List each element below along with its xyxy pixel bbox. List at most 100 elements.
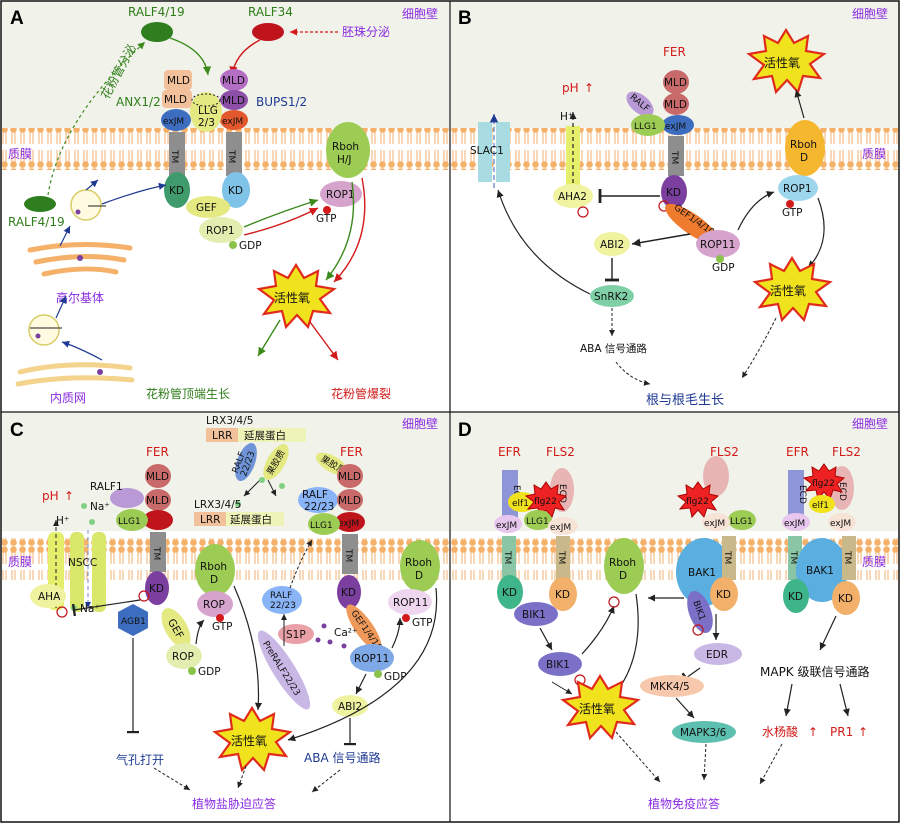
- fer-c-label: FER: [146, 445, 169, 459]
- fer-exjm-b-label: exJM: [665, 122, 686, 132]
- fer2-kd: [337, 575, 361, 609]
- fls2-kd-3: [832, 581, 860, 615]
- mapk36: [672, 721, 736, 743]
- bak1-2-label: BAK1: [806, 565, 834, 577]
- fer-kd-b: [661, 175, 687, 209]
- er-arrow: [61, 340, 103, 361]
- fer2-kd-label: KD: [341, 587, 356, 599]
- gtp-c-label: GTP: [212, 621, 233, 633]
- aba-b-label: ABA 信号通路: [580, 342, 647, 355]
- fls2-tm-3: [842, 536, 856, 580]
- efr-kd-2: [783, 579, 809, 613]
- vesicle-2-cargo: [35, 333, 41, 339]
- elf1-2: [809, 495, 835, 513]
- rop1-b-label: ROP1: [783, 183, 812, 195]
- fls2-exjm-1: [548, 517, 578, 535]
- fer-p-c: [138, 590, 150, 602]
- llg-num-label: 2/3: [198, 117, 215, 129]
- outcome-c-label: 植物盐胁迫应答: [192, 796, 276, 811]
- panel-a-letter: A: [10, 8, 24, 29]
- rbohd-b-label: Rboh: [790, 139, 817, 151]
- fls2-tm-2: [722, 536, 736, 580]
- rop-activate-c: [195, 619, 205, 645]
- ralf1-c: [110, 488, 144, 508]
- fls2-kd-3-label: KD: [838, 593, 853, 605]
- mkk-mapk-arrow: [675, 697, 695, 719]
- rop-gdp-c-label: ROP: [172, 651, 194, 663]
- ph-label-b: pH: [562, 81, 579, 95]
- gtp-label-b: GTP: [782, 207, 803, 219]
- agb1-label: AGB1: [121, 617, 146, 627]
- ralf-top-c: [235, 442, 257, 482]
- er-2: [15, 375, 135, 387]
- fls2-tm-2-label: TM: [722, 550, 732, 564]
- fer-kd-c-label: KD: [149, 583, 164, 595]
- fls2-tm-1-label: TM: [556, 550, 566, 564]
- snrk2-slac1-arrow: [496, 189, 591, 295]
- aha-c-label: AHA: [38, 591, 61, 603]
- aba-outcome-arrow-c: [311, 769, 341, 793]
- abi2-b-label: ABI2: [600, 239, 624, 251]
- rboh-ros-arrow-green: [325, 181, 355, 281]
- mapk-pr1-arrow: [839, 683, 850, 717]
- ralf-bound-c: [298, 487, 338, 513]
- er-1: [17, 362, 133, 375]
- bik1-free-label: BIK1: [546, 659, 570, 671]
- mkk45: [640, 675, 704, 697]
- bups-label: BUPS1/2: [256, 95, 307, 109]
- extensin-mid: [226, 512, 284, 526]
- fer2-mld-1-label: MLD: [338, 471, 361, 483]
- outcome-b-label: 根与根毛生长: [646, 393, 724, 408]
- bak1-1-label: BAK1: [688, 567, 716, 579]
- preralf: [257, 630, 311, 710]
- ralf419-secreted-label: RALF4/19: [8, 215, 65, 229]
- rop11-b-label: ROP11: [700, 239, 735, 251]
- panel-c-letter: C: [10, 420, 24, 441]
- fer-mld-2-c: [145, 489, 171, 511]
- anx-exjm-label: exJM: [163, 117, 184, 127]
- bik1-ros-arrow: [551, 681, 573, 695]
- gdp-dot-c2: [374, 670, 382, 678]
- rop11-b: [696, 230, 740, 258]
- llg1-b-label: LLG1: [634, 122, 657, 132]
- fls2-kd-2-label: KD: [716, 589, 731, 601]
- gdp-label-b: GDP: [712, 262, 735, 274]
- anx-mld-2-label: MLD: [164, 94, 187, 106]
- stomata-outcome-arrow: [153, 767, 191, 791]
- rop11-gtp-c: [388, 589, 432, 615]
- gtp-dot: [323, 206, 331, 214]
- stomata-label: 气孔打开: [116, 752, 164, 767]
- bups-exjm: [220, 110, 248, 130]
- panel-b-membrane-label: 质膜: [862, 147, 886, 161]
- ralf-dot-1: [259, 477, 265, 483]
- anx-mld-1-label: MLD: [167, 75, 190, 87]
- efr-ecd-2: [788, 470, 804, 518]
- rop1-ros-arrow: [807, 197, 825, 269]
- fls2-exjm-2-label: exJM: [704, 519, 725, 529]
- lrx-top-label: LRX3/4/5: [206, 415, 253, 427]
- fer-mld-1-c: [145, 464, 171, 488]
- rbohd-c2: [400, 540, 440, 592]
- efr-label-1: EFR: [498, 445, 521, 459]
- lrr-top: [206, 428, 238, 442]
- fer-tm-c: [150, 532, 166, 572]
- complex3-mapk-arrow: [819, 615, 837, 651]
- slac1-right: [496, 122, 510, 182]
- fer-inhibit-aha-c: [71, 599, 141, 617]
- ros-b-label: 活性氧: [770, 284, 806, 298]
- aha2: [553, 184, 593, 208]
- rbohd-p: [608, 596, 620, 608]
- rboh-sub-label: H/J: [337, 154, 352, 166]
- ros-top-label-b: 活性氧: [764, 56, 800, 70]
- ralf1-label: RALF1: [90, 481, 123, 493]
- llg1-c2: [308, 513, 340, 535]
- sa-up: ↑: [808, 725, 818, 739]
- efr-tm-2-label: TM: [788, 550, 798, 564]
- bups-mld-2-label: MLD: [222, 95, 245, 107]
- fls2-exjm-2: [702, 513, 730, 531]
- llg1-d1: [524, 510, 552, 530]
- bik1-free: [538, 652, 582, 676]
- lrr-mid-label: LRR: [200, 514, 220, 526]
- bik1-2-p: [692, 624, 704, 636]
- ros-d-label: 活性氧: [579, 702, 615, 716]
